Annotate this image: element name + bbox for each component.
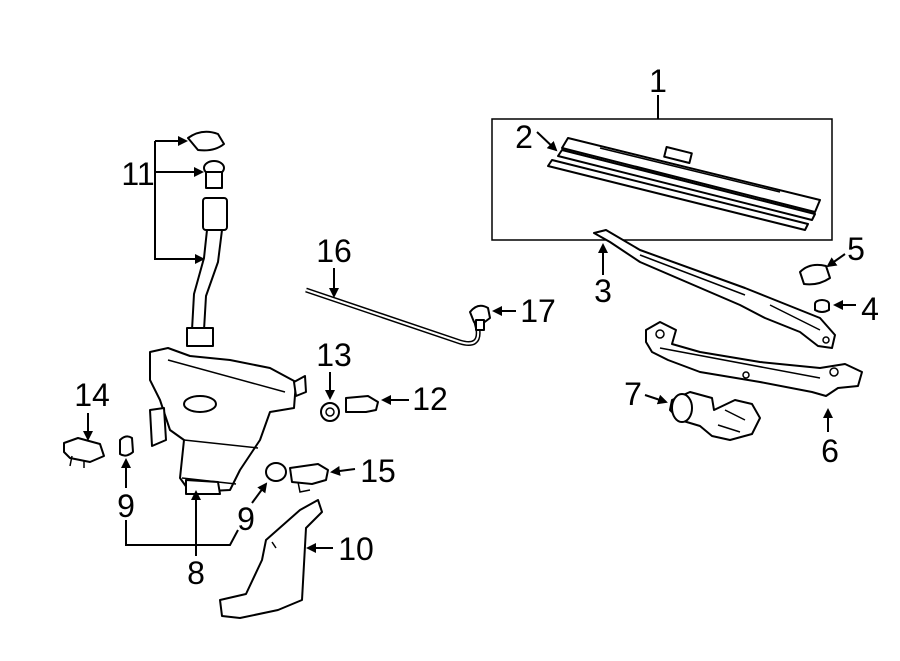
filler-neck — [191, 229, 223, 331]
leader-15 — [330, 466, 356, 476]
blade-group-box — [491, 118, 833, 241]
wiper-blade-group — [491, 95, 833, 241]
nut-cap — [814, 299, 830, 313]
callout-12: 12 — [412, 381, 448, 417]
leader-5 — [826, 253, 846, 268]
callout-14: 14 — [74, 377, 110, 413]
filler-assembly — [186, 130, 228, 347]
washer-pump-15 — [289, 463, 329, 493]
callout-3: 3 — [594, 273, 612, 309]
callout-10: 10 — [338, 531, 374, 567]
reservoir-grommet — [265, 462, 287, 482]
leader-9-bracket — [125, 520, 239, 546]
washer-hose — [305, 287, 481, 346]
callout-4: 4 — [861, 291, 879, 327]
callout-1: 1 — [649, 63, 667, 99]
leader-2 — [536, 131, 558, 152]
pivot-cover — [799, 263, 831, 286]
filler-neck-top — [202, 197, 228, 231]
callout-9-right: 9 — [237, 501, 255, 537]
callout-17: 17 — [520, 293, 556, 329]
callout-5: 5 — [847, 231, 865, 267]
washer-pump-12 — [345, 395, 379, 413]
callout-6: 6 — [821, 433, 839, 469]
callout-16: 16 — [316, 233, 352, 269]
leader-11-bracket — [154, 141, 198, 260]
washer-nozzle — [469, 304, 491, 331]
callout-15: 15 — [360, 453, 396, 489]
splash-shield — [219, 499, 323, 619]
callout-13: 13 — [316, 337, 352, 373]
callout-7: 7 — [624, 376, 642, 412]
callout-9-left: 9 — [117, 488, 135, 524]
washer-pump-left — [63, 437, 105, 468]
grommet-left — [119, 435, 134, 457]
wiper-blade — [547, 137, 821, 231]
callout-11: 11 — [121, 156, 154, 192]
callout-2: 2 — [515, 119, 533, 155]
wiper-arm — [593, 229, 836, 349]
wiper-linkage — [645, 321, 863, 397]
wiper-motor — [669, 391, 761, 441]
callout-8: 8 — [187, 555, 205, 591]
grommet-13 — [320, 402, 340, 422]
filler-cap — [187, 130, 225, 152]
leader-7 — [644, 394, 668, 405]
washer-reservoir — [149, 347, 307, 495]
